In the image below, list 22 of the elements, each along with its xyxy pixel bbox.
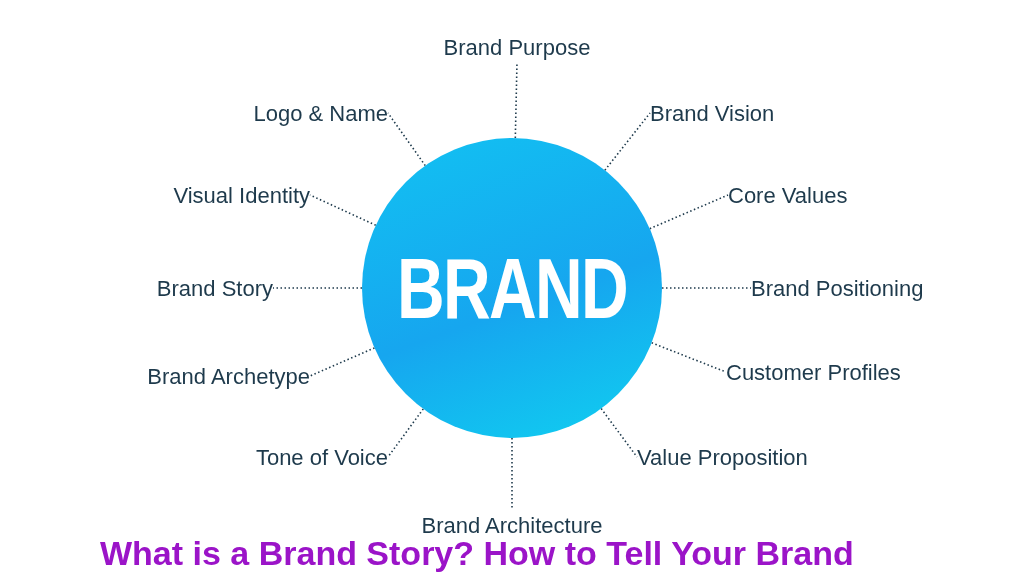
topic-label: Brand Vision (650, 99, 775, 128)
leader-line (272, 287, 363, 289)
topic-label: Logo & Name (253, 99, 388, 128)
leader-line (648, 194, 729, 230)
topic-label: Tone of Voice (255, 443, 388, 472)
topic-label: Brand Story (156, 274, 273, 303)
leader-line (511, 437, 513, 511)
leader-line (387, 112, 427, 167)
topic-label: Customer Profiles (726, 358, 901, 387)
leader-line (309, 347, 376, 377)
leader-line (604, 112, 651, 171)
topic-label: Brand Positioning (751, 274, 924, 303)
topic-label: Brand Archetype (147, 362, 310, 391)
topic-label: Value Proposition (637, 443, 808, 472)
center-title: BRAND (396, 245, 628, 331)
leader-line (650, 342, 727, 373)
leader-line (600, 407, 638, 458)
leader-line (387, 408, 425, 458)
topic-label: Core Values (728, 181, 848, 210)
leader-line (309, 194, 377, 227)
topic-label: Brand Purpose (443, 33, 591, 62)
topic-label: Visual Identity (173, 181, 310, 210)
